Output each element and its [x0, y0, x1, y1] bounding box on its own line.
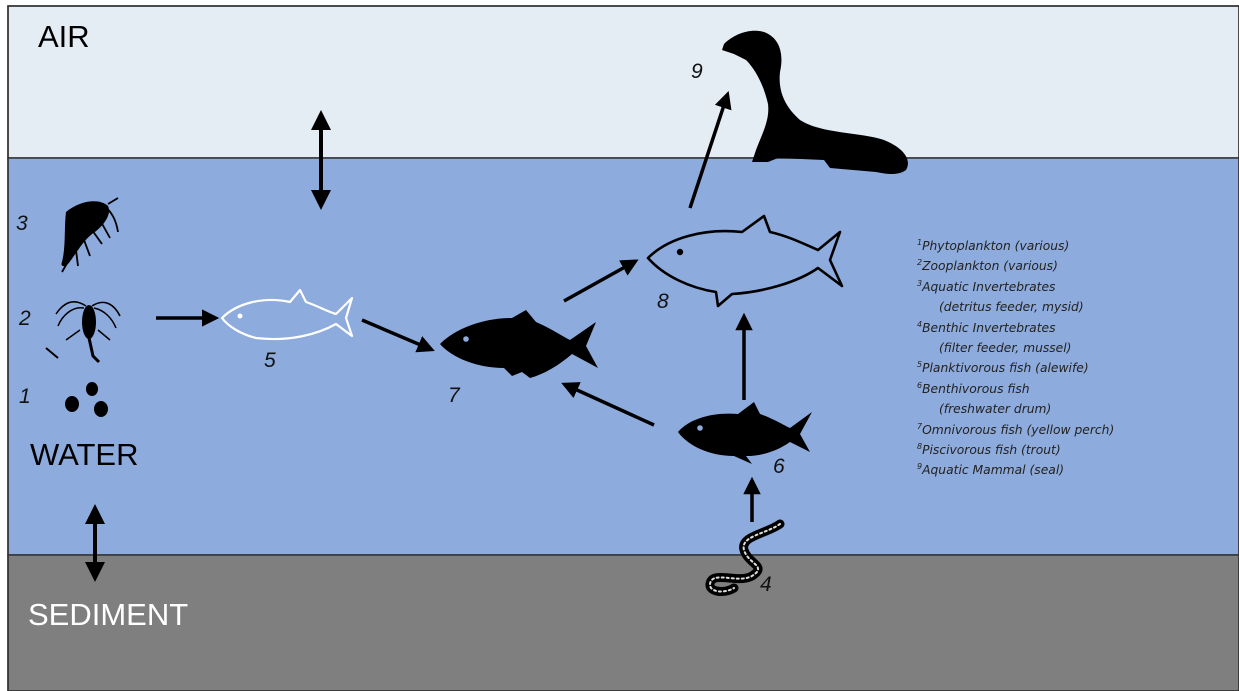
- number-6: 6: [773, 455, 785, 479]
- number-3: 3: [16, 212, 28, 236]
- legend-item-aquatic-mammal: 9Aquatic Mammal (seal): [917, 460, 1114, 480]
- legend-item-aquatic-invertebrates: 3Aquatic Invertebrates: [917, 277, 1114, 297]
- number-8: 8: [657, 290, 669, 314]
- legend-item-planktivorous-fish: 5Planktivorous fish (alewife): [917, 358, 1114, 378]
- legend-item-zooplankton: 2Zooplankton (various): [917, 256, 1114, 276]
- legend-item-benthic-invertebrates: 4Benthic Invertebrates: [917, 318, 1114, 338]
- number-5: 5: [264, 349, 276, 373]
- air-label: AIR: [38, 19, 90, 55]
- air-zone: [8, 6, 1239, 158]
- number-1: 1: [19, 385, 31, 409]
- number-2: 2: [19, 307, 31, 331]
- number-9: 9: [691, 60, 703, 84]
- number-7: 7: [448, 384, 460, 408]
- water-label: WATER: [30, 437, 139, 473]
- legend-item-benthivorous-fish-detail: (freshwater drum): [917, 399, 1114, 419]
- number-4: 4: [760, 573, 772, 597]
- sediment-label: SEDIMENT: [28, 597, 188, 633]
- legend-item-omnivorous-fish: 7Omnivorous fish (yellow perch): [917, 420, 1114, 440]
- sediment-zone: [8, 555, 1239, 691]
- organism-legend: 1Phytoplankton (various) 2Zooplankton (v…: [917, 236, 1114, 481]
- legend-item-benthivorous-fish: 6Benthivorous fish: [917, 379, 1114, 399]
- legend-item-benthic-invertebrates-detail: (filter feeder, mussel): [917, 338, 1114, 358]
- legend-item-aquatic-invertebrates-detail: (detritus feeder, mysid): [917, 297, 1114, 317]
- legend-item-phytoplankton: 1Phytoplankton (various): [917, 236, 1114, 256]
- legend-item-piscivorous-fish: 8Piscivorous fish (trout): [917, 440, 1114, 460]
